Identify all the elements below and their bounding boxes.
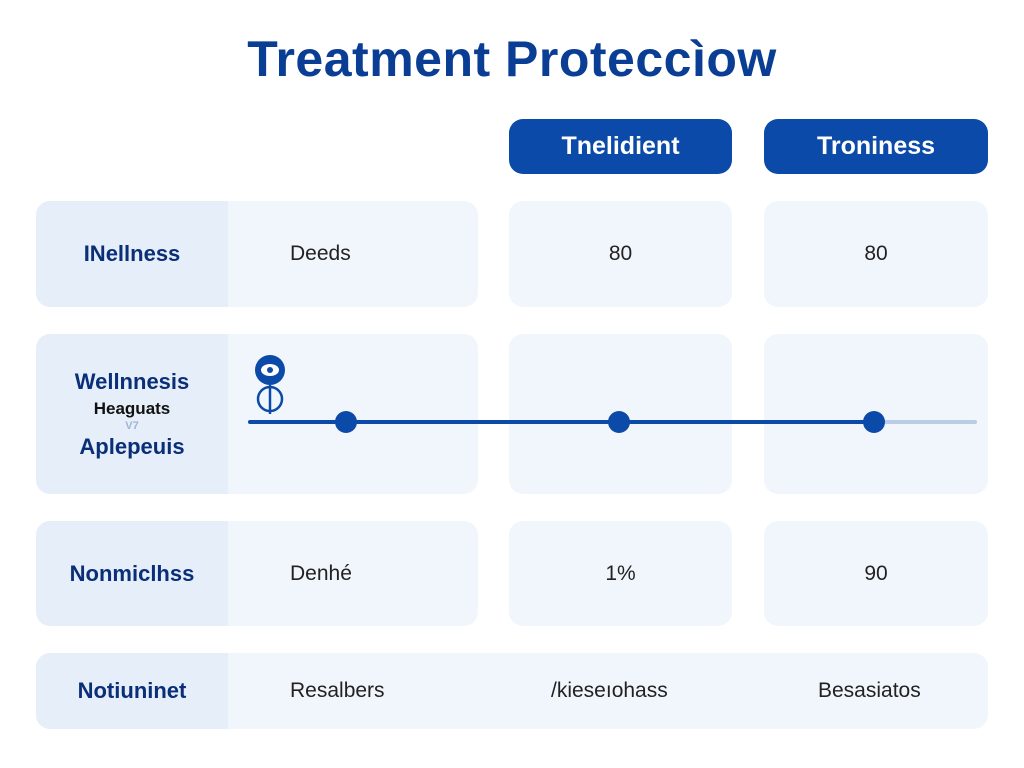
row-2-label-main: Wellnnesis: [74, 368, 190, 394]
row-3-col-1: 1%: [509, 521, 732, 626]
row-1-col-1: 80: [509, 201, 732, 307]
row-3-col-2: 90: [764, 521, 988, 626]
row-4-label: Notiuninet: [36, 653, 228, 729]
row-2-label-secondary: Aplepeuis: [79, 433, 185, 459]
row-2-label-sub: Heaguats: [93, 398, 171, 418]
row-2: Wellnnesis Heaguats V7 Aplepeuis: [36, 334, 478, 494]
column-header-1[interactable]: Tnelidient: [509, 119, 732, 174]
row-1: INellness Deeds: [36, 201, 478, 307]
row-4-col-1: /kieseıohass: [551, 679, 668, 702]
row-3-value: Denhé: [290, 561, 352, 585]
row-3: Nonmiclhss Denhé: [36, 521, 478, 626]
row-1-col-2: 80: [764, 201, 988, 307]
row-2-col-2: [764, 334, 988, 494]
row-4: Notiuninet Resalbers /kieseıohass Besasi…: [36, 653, 988, 729]
row-2-col-1: [509, 334, 732, 494]
row-1-label: INellness: [36, 201, 228, 307]
row-4-value: Resalbers: [290, 679, 385, 702]
row-4-col-2: Besasiatos: [818, 679, 921, 702]
row-1-value: Deeds: [290, 242, 351, 265]
column-header-2[interactable]: Troniness: [764, 119, 988, 174]
row-3-label: Nonmiclhss: [36, 521, 228, 626]
row-2-label-tiny: V7: [125, 419, 139, 432]
page-title: Treatment Proteccìow: [247, 31, 777, 87]
row-2-label: Wellnnesis Heaguats V7 Aplepeuis: [36, 334, 228, 494]
